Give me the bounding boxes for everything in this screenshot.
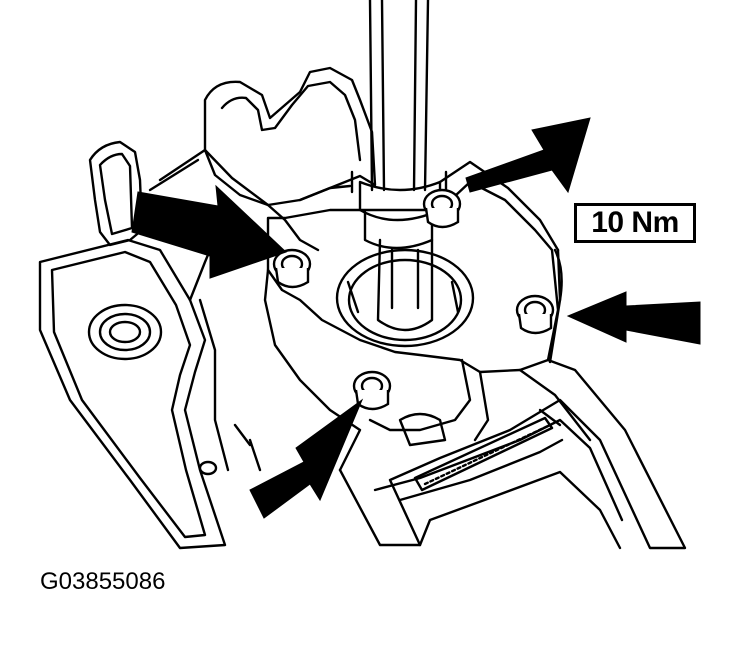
upper-housing — [203, 66, 377, 207]
torque-spec-label: 10 Nm — [574, 203, 696, 243]
arrow-bottom — [249, 398, 364, 519]
left-bracket-inner — [98, 152, 134, 236]
bolt-left — [272, 248, 312, 289]
bolt-top — [422, 188, 462, 229]
arrow-icon — [131, 117, 701, 519]
arrow-right — [566, 291, 701, 345]
washer-icon — [87, 303, 163, 361]
left-bracket — [88, 140, 144, 247]
main-housing — [266, 180, 560, 374]
figure-code: G03855086 — [40, 568, 166, 595]
arrow-left — [131, 184, 287, 279]
bolt-right — [515, 294, 555, 335]
plate-inner-edge — [50, 250, 207, 539]
lever-boss — [335, 238, 475, 348]
arrow-top-right — [465, 117, 591, 194]
mounting-plate — [38, 238, 227, 550]
cable-rod — [368, 0, 430, 192]
rail-strip — [413, 416, 554, 492]
small-hole — [198, 460, 218, 476]
bolt-icon — [272, 188, 555, 411]
lower-frame — [338, 358, 687, 550]
